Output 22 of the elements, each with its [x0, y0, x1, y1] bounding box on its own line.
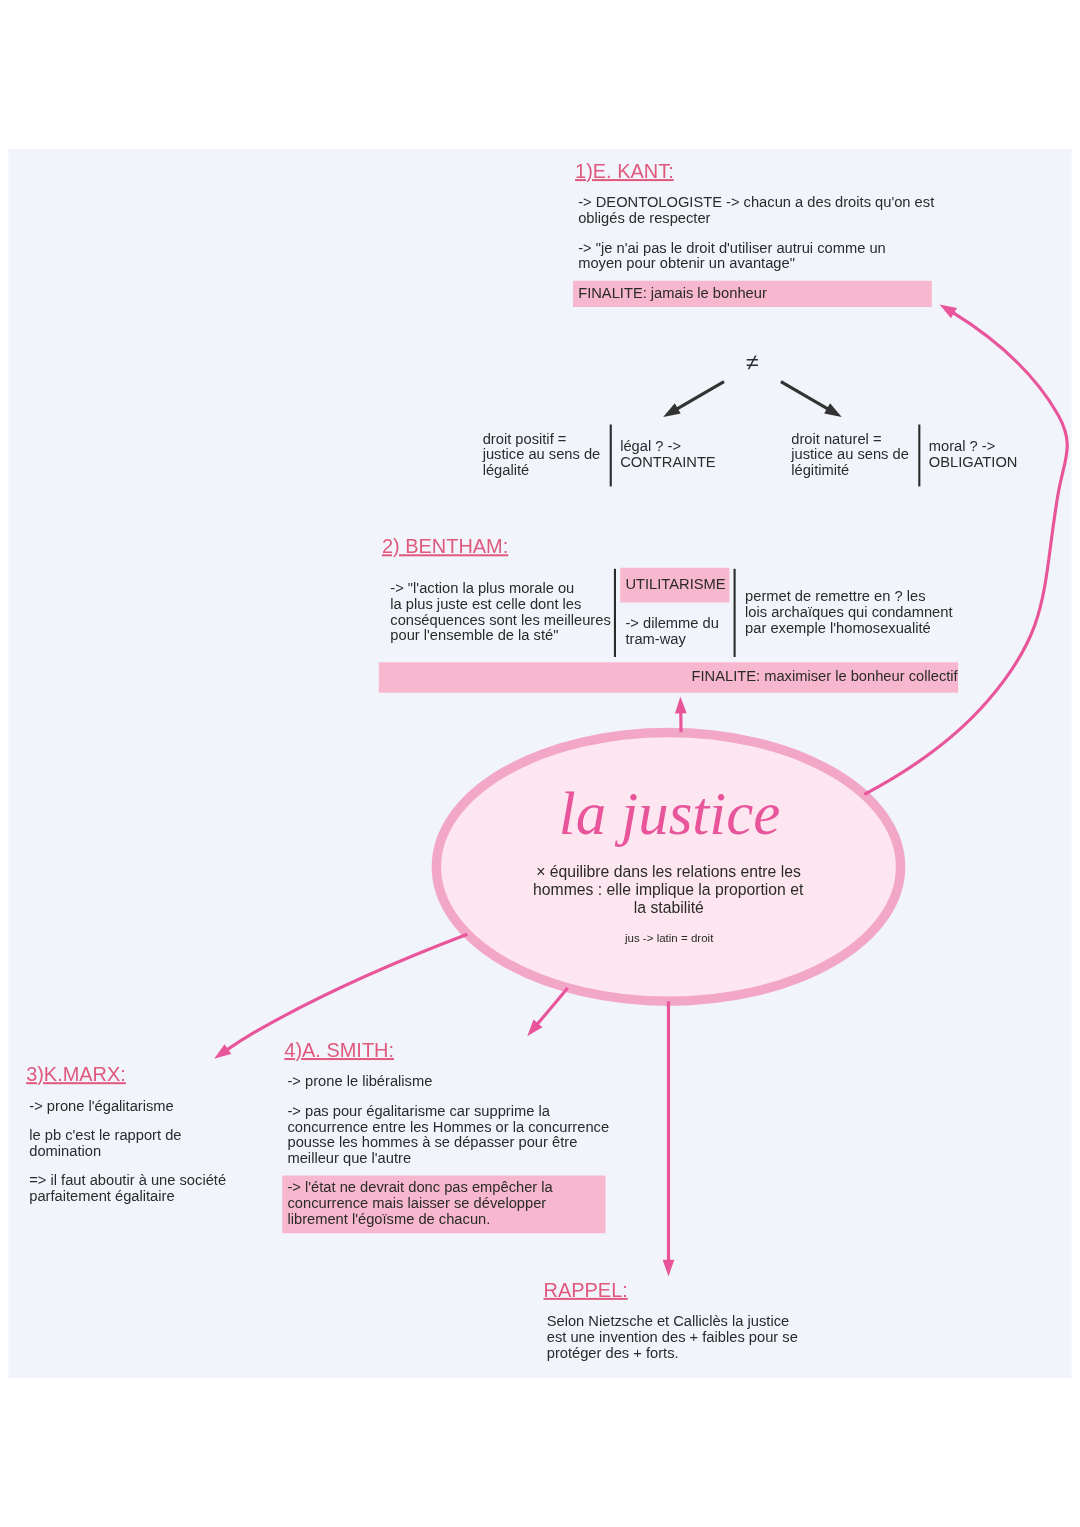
node-text: 3)K.MARX: -> prone l'égalitarisme le pb c'est le rapport de domination => il faut aboutir à une société parfaitement égalitaire — [26, 1063, 227, 1204]
node-text: droit positif = justice au sens de légalité légal ? -> CONTRAINTE — [482, 430, 716, 479]
node-box: -> l'état ne devrait donc pas empêcher la concurrence mais laisser se développer librement l'égoïsme de chacun. — [282, 1175, 606, 1234]
arrow — [663, 380, 725, 417]
arrow — [662, 1001, 675, 1277]
node-box: FINALITE: jamais le bonheur — [572, 280, 932, 307]
arrow — [527, 987, 569, 1037]
node-text: droit naturel = justice au sens de légitimité moral ? -> OBLIGATION — [791, 430, 1018, 479]
node-label: 1)E. KANT: — [575, 160, 674, 183]
node-text: RAPPEL: Selon Nietzsche et Calliclès la justice est une invention des + faibles pour se protéger des + forts. — [543, 1278, 798, 1361]
arrow — [674, 696, 687, 733]
node-label: 2) BENTHAM: — [381, 535, 509, 558]
node-label: 4)A. SMITH: — [284, 1039, 394, 1062]
node-label: -> prone le libéralisme — [287, 1073, 433, 1090]
arrow — [214, 932, 468, 1059]
node-label: -> "je n'ai pas le droit d'utiliser autrui comme un moyen pour obtenir un avantage" — [578, 239, 886, 272]
node-label: -> DEONTOLOGISTE -> chacun a des droits qu'on est obligés de respecter — [578, 194, 935, 227]
arrow — [780, 380, 842, 417]
node-label: -> pas pour égalitarisme car supprime la concurrence entre les Hommes or la concurrence pousse les hommes à se dépasser pour être meilleur que l'autre — [287, 1102, 610, 1167]
arrow — [863, 304, 1069, 796]
node-ellipse: la justice × équilibre dans les relations entre les hommes : elle implique la proportion et la stabilité jus -> latin = droit — [431, 727, 906, 1006]
node-text: ≠ — [746, 349, 759, 376]
